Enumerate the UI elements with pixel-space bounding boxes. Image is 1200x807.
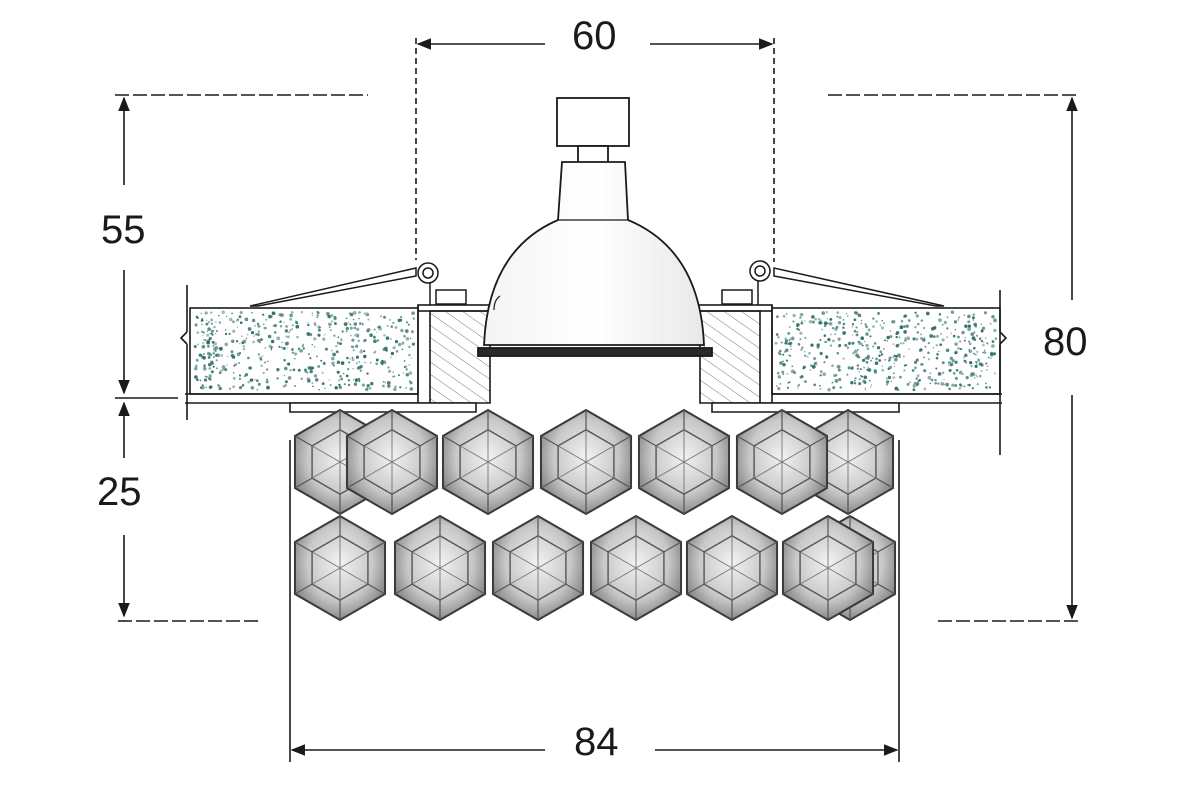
crystal	[685, 514, 779, 622]
lamp-reflector	[483, 161, 705, 346]
dimension-lines	[115, 38, 1080, 762]
crystal	[345, 408, 439, 516]
speckle-texture-left	[193, 310, 416, 392]
height-below-label: 25	[97, 470, 142, 514]
crystal	[781, 514, 875, 622]
top-width-label: 60	[572, 14, 617, 58]
spring-clip-left	[249, 262, 467, 310]
spring-clip-right	[721, 260, 945, 310]
crystal	[589, 514, 683, 622]
crystal	[491, 514, 585, 622]
bottom-width-label: 84	[574, 720, 619, 764]
crystal	[293, 514, 387, 622]
height-above-label: 55	[101, 208, 146, 252]
crystal	[393, 514, 487, 622]
lamp-connector	[556, 97, 630, 147]
crystal-cluster	[293, 408, 897, 622]
ceiling-right	[760, 290, 1008, 455]
lamp	[477, 97, 713, 357]
crystal	[637, 408, 731, 516]
crystal	[735, 408, 829, 516]
total-height-label: 80	[1043, 320, 1088, 364]
crystal	[539, 408, 633, 516]
speckle-texture-right	[774, 310, 998, 392]
crystal	[441, 408, 535, 516]
ceiling-left	[179, 285, 430, 420]
lamp-lens-ring	[477, 347, 713, 357]
